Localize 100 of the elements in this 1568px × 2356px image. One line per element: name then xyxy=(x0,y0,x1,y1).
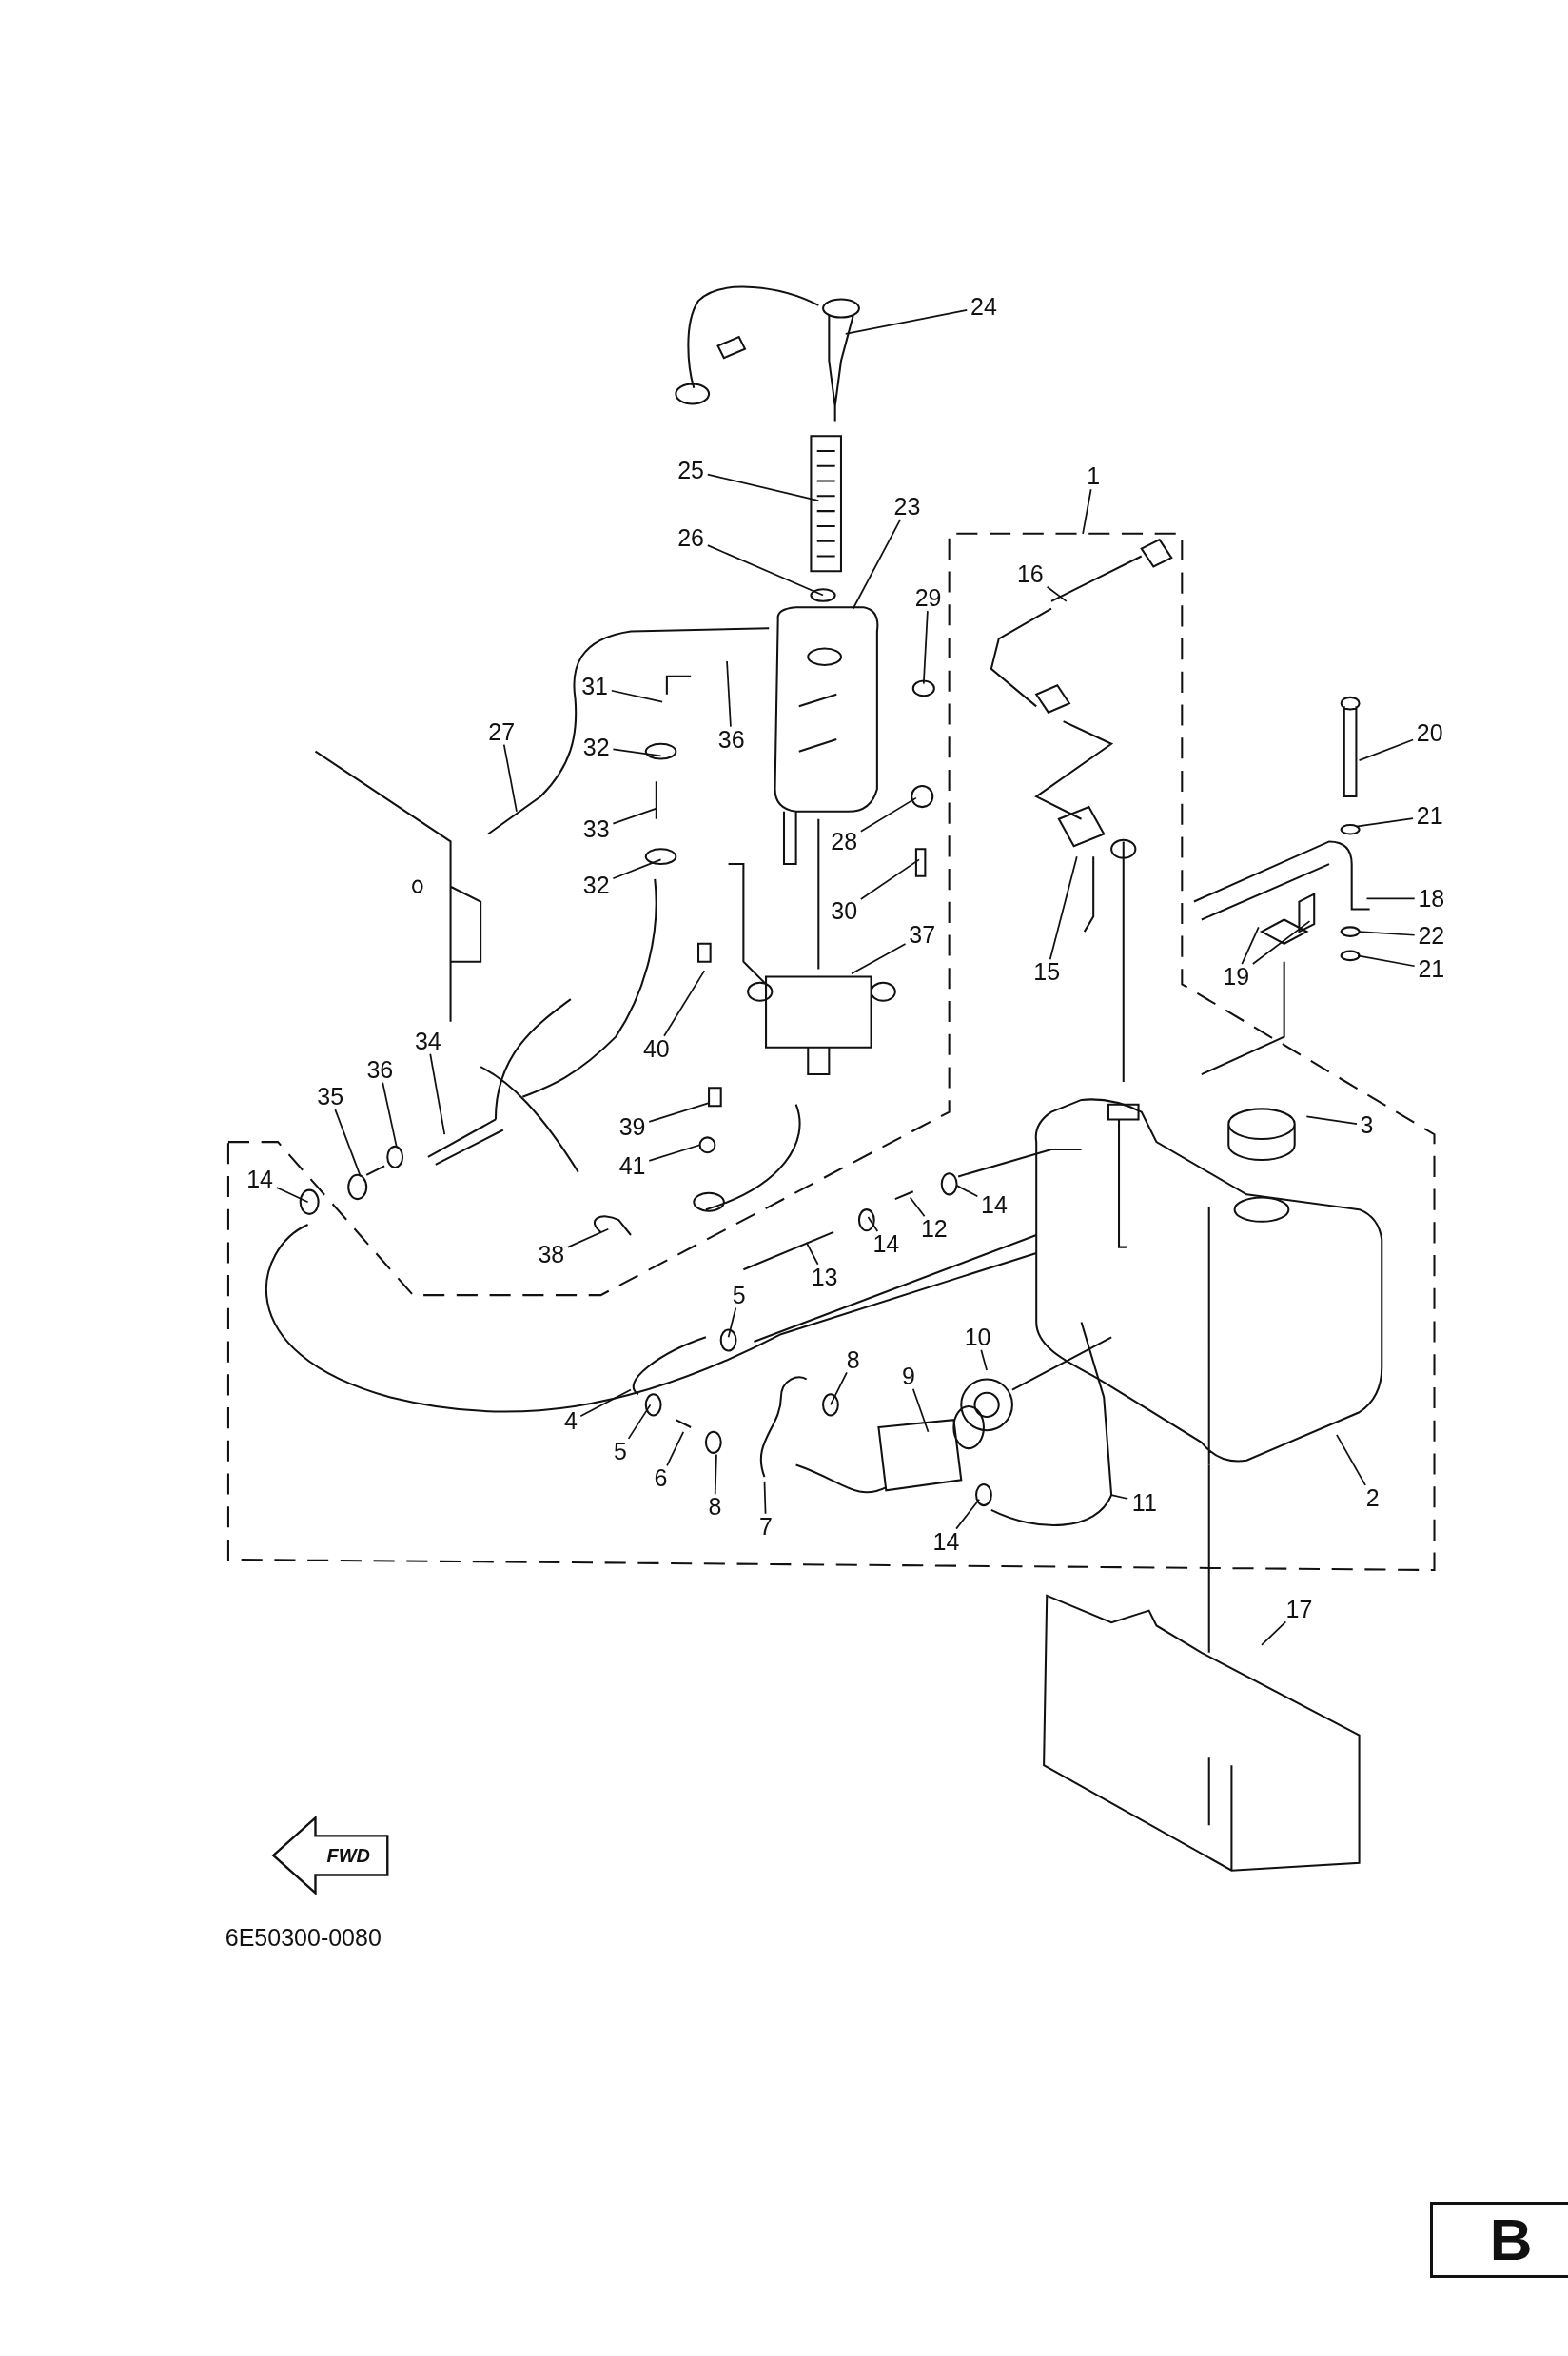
callout-number: 38 xyxy=(538,1242,565,1266)
leader-line xyxy=(706,544,824,597)
leader-line xyxy=(1110,1494,1129,1500)
callout-number: 39 xyxy=(618,1114,646,1139)
callout-number: 21 xyxy=(1416,803,1443,828)
callout-number: 11 xyxy=(1131,1490,1157,1515)
callout-number: 15 xyxy=(1033,959,1061,984)
callout-number: 8 xyxy=(708,1494,722,1519)
leader-line xyxy=(859,796,917,833)
leader-line xyxy=(1355,817,1414,828)
leader-line xyxy=(1046,585,1068,602)
callout-number: 14 xyxy=(246,1167,273,1191)
callout-number: 29 xyxy=(914,585,942,610)
leader-line xyxy=(429,1052,446,1136)
leader-line xyxy=(955,1185,979,1198)
leader-line xyxy=(567,1227,610,1248)
callout-number: 31 xyxy=(581,674,608,698)
callout-number: 3 xyxy=(1360,1112,1374,1137)
leader-line xyxy=(610,689,663,703)
leader-line xyxy=(714,1453,717,1496)
callout-number: 27 xyxy=(488,719,516,744)
callout-number: 35 xyxy=(317,1084,344,1109)
callout-number: 18 xyxy=(1418,886,1445,911)
leader-line xyxy=(579,1388,632,1418)
callout-number: 13 xyxy=(811,1265,838,1289)
callout-number: 14 xyxy=(872,1231,900,1256)
leader-line xyxy=(612,748,662,757)
leader-line xyxy=(1357,954,1416,968)
leader-line xyxy=(1336,1434,1366,1486)
callout-number: 28 xyxy=(831,829,858,854)
leader-line xyxy=(1365,897,1416,900)
leader-line xyxy=(867,1216,879,1232)
callout-number: 6 xyxy=(654,1465,668,1490)
leader-line xyxy=(859,858,920,900)
callout-number: 1 xyxy=(1087,463,1101,488)
leader-line xyxy=(1358,931,1416,936)
callout-number: 36 xyxy=(366,1057,394,1082)
callout-number: 34 xyxy=(414,1029,441,1053)
leader-line xyxy=(727,1306,737,1339)
callout-number: 5 xyxy=(732,1283,746,1307)
leader-line xyxy=(1251,920,1311,965)
callout-number: 25 xyxy=(677,458,705,482)
leader-line xyxy=(275,1187,309,1204)
leader-line xyxy=(911,1387,930,1433)
callout-number: 26 xyxy=(677,525,705,550)
callout-number: 14 xyxy=(932,1529,960,1554)
leader-line xyxy=(1358,738,1414,762)
section-tab: B xyxy=(1429,2202,1568,2279)
leader-line xyxy=(922,610,929,685)
callout-number: 36 xyxy=(717,727,745,752)
callout-number: 37 xyxy=(909,922,936,947)
leader-line xyxy=(648,1102,710,1123)
leader-line xyxy=(648,1144,701,1162)
leader-line xyxy=(706,473,820,501)
callout-number: 24 xyxy=(970,294,997,319)
leader-line xyxy=(382,1081,398,1148)
leader-line xyxy=(980,1348,988,1371)
leader-line xyxy=(612,807,657,825)
leader-line xyxy=(663,970,706,1037)
leader-line xyxy=(1049,855,1078,961)
leader-line xyxy=(851,943,907,975)
leader-line xyxy=(1082,488,1092,535)
leader-line xyxy=(1261,1620,1287,1646)
leader-line xyxy=(1305,1115,1358,1126)
leader-line xyxy=(844,309,969,335)
callout-number: 9 xyxy=(902,1364,915,1388)
leader-line xyxy=(909,1196,926,1218)
callout-number: 41 xyxy=(618,1153,646,1178)
callout-number: 22 xyxy=(1418,923,1445,948)
direction-label: FWD xyxy=(326,1845,370,1865)
callout-number: 21 xyxy=(1418,956,1445,981)
leader-line xyxy=(612,858,662,880)
leader-line xyxy=(805,1242,819,1266)
callout-number: 2 xyxy=(1365,1485,1380,1510)
leader-line xyxy=(763,1481,767,1515)
callout-number: 30 xyxy=(831,898,858,923)
callout-number: 16 xyxy=(1016,561,1044,586)
leader-line xyxy=(1241,926,1260,965)
callout-number: 7 xyxy=(759,1514,773,1539)
callout-number: 17 xyxy=(1285,1597,1313,1621)
callout-number: 20 xyxy=(1416,720,1443,745)
leader-line xyxy=(955,1498,981,1530)
callout-number: 10 xyxy=(964,1325,991,1349)
callout-number: 40 xyxy=(642,1036,670,1061)
leader-line xyxy=(726,660,732,728)
callout-number: 8 xyxy=(846,1347,860,1372)
leader-line xyxy=(666,1430,685,1467)
callout-number: 14 xyxy=(981,1192,1008,1217)
leader-line xyxy=(334,1109,362,1178)
part-number-code: 6E50300-0080 xyxy=(225,1925,382,1950)
callout-number: 32 xyxy=(582,873,610,897)
leader-line xyxy=(852,518,902,610)
callout-number: 32 xyxy=(582,735,610,759)
callout-number: 19 xyxy=(1223,964,1250,989)
callout-number: 4 xyxy=(563,1408,578,1433)
callout-number: 23 xyxy=(893,494,921,519)
leader-line xyxy=(502,743,518,813)
callout-number: 5 xyxy=(614,1439,627,1463)
callout-number: 33 xyxy=(582,816,610,841)
callout-number: 12 xyxy=(920,1216,948,1241)
